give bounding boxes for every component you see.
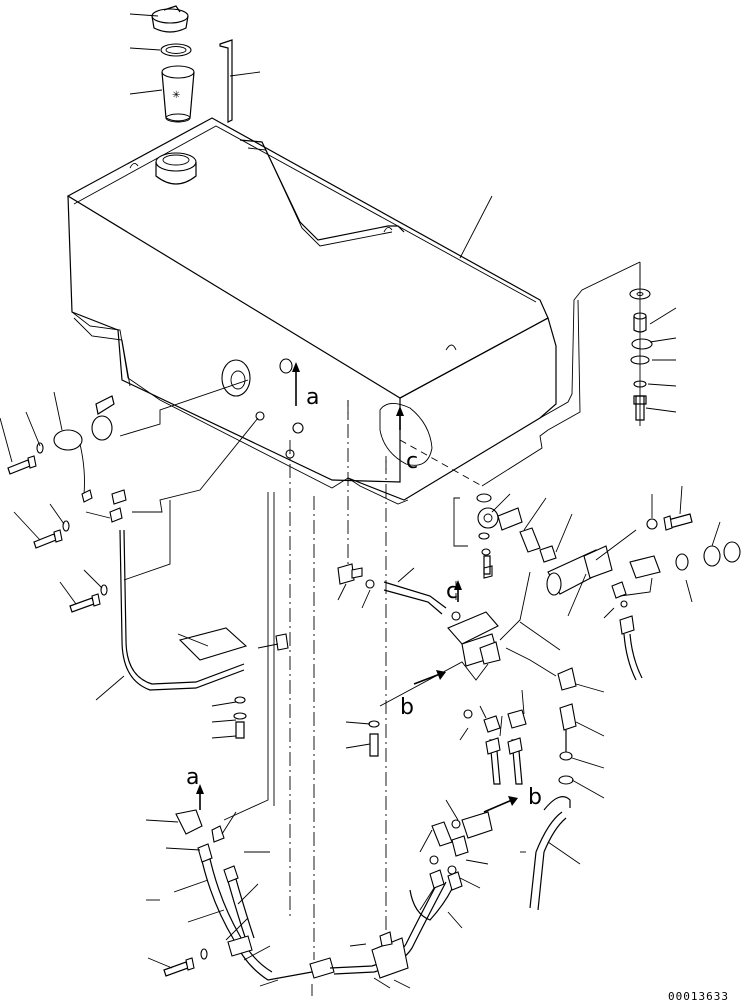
drain-hoses	[163, 400, 457, 981]
view-arrows	[196, 362, 518, 813]
filler-cap-assembly: ✳	[151, 5, 233, 123]
view-label-a-lower: a	[186, 765, 199, 790]
view-label-c-valve: c	[446, 579, 458, 604]
leader-lines	[0, 13, 721, 996]
view-label-b-left: b	[400, 695, 414, 720]
fuel-tank	[66, 117, 641, 505]
tank-mount-hardware	[629, 264, 653, 426]
level-sender-and-bolts	[7, 395, 289, 739]
strainer-mark: ✳	[172, 90, 180, 101]
view-label-b-right: b	[528, 785, 542, 810]
drain-valve-assembly	[337, 493, 741, 911]
drawing-code: 00013633	[668, 990, 729, 1003]
connection-lines	[347, 400, 483, 600]
view-label-c-tank: c	[406, 449, 418, 474]
view-label-a-upper: a	[306, 385, 319, 410]
